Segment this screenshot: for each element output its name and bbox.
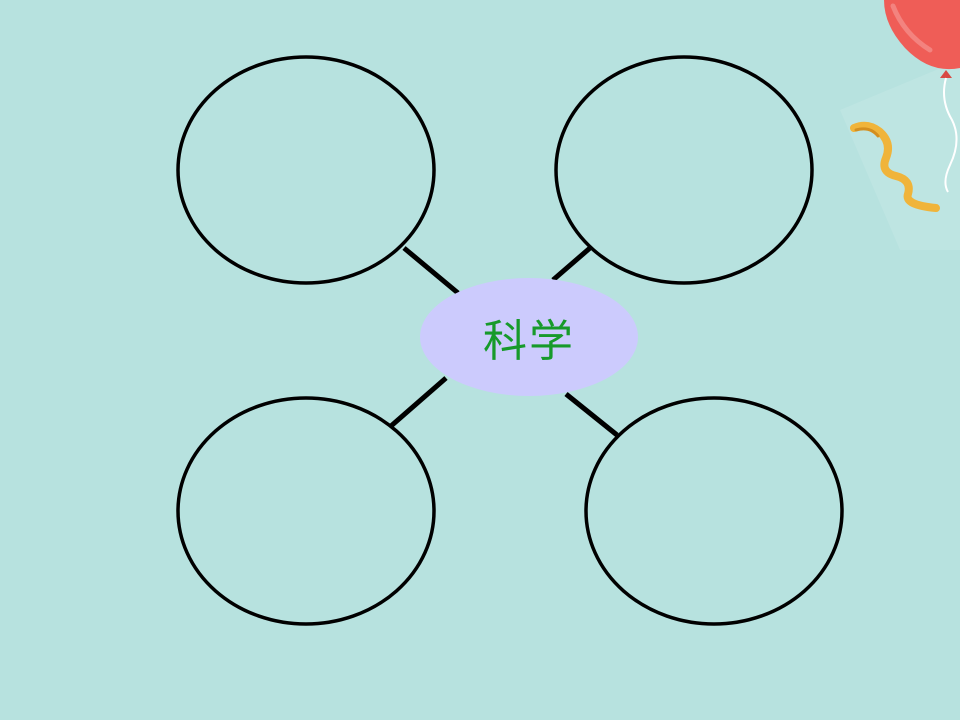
connector-top-left <box>402 246 460 295</box>
light-beam <box>840 60 960 250</box>
center-ellipse <box>420 278 638 396</box>
ellipse-top-right <box>554 55 814 285</box>
ellipse-bottom-right <box>584 396 844 626</box>
balloon-icon <box>884 0 960 193</box>
connector-bottom-left <box>389 376 448 428</box>
ellipse-bottom-left <box>176 396 436 626</box>
ribbon-icon <box>850 121 940 212</box>
connector-bottom-right <box>564 392 619 437</box>
connector-top-right <box>551 246 592 282</box>
ellipse-top-left <box>176 55 436 285</box>
